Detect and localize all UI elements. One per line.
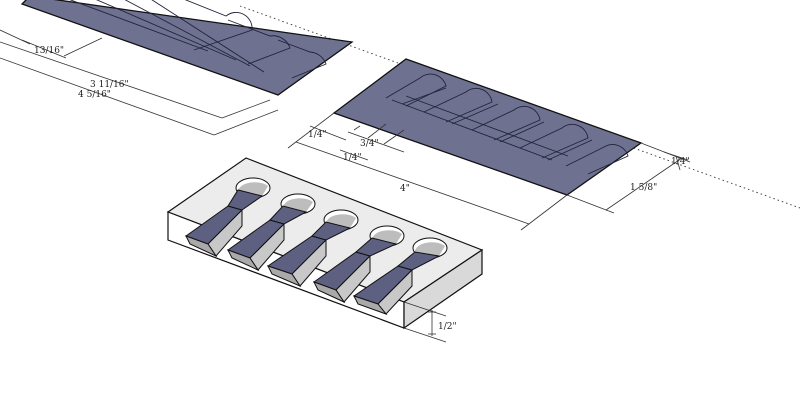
block-slots xyxy=(184,177,448,316)
plate-left-dimensions: 13/16" 3 11/16" 4 5/16" xyxy=(0,29,279,136)
plate-left-slots xyxy=(69,0,327,79)
block-dimensions: 1/2" xyxy=(403,301,457,343)
dim-4-5-16: 4 5/16" xyxy=(78,90,111,100)
slotted-block[interactable] xyxy=(166,157,484,330)
plate-right-slots xyxy=(385,73,629,175)
dim-1-4-a: 1/4" xyxy=(308,130,327,140)
plate-right-dimensions: 1/4" 3/4" 1/4" 4" 1/4" 1 5/8" xyxy=(287,112,691,231)
dim-4: 4" xyxy=(400,184,410,194)
dim-1-5-8: 1 5/8" xyxy=(630,183,657,193)
dim-13-16: 13/16" xyxy=(34,46,64,56)
dim-1-4-c: 1/4" xyxy=(671,157,690,167)
plate-left[interactable] xyxy=(20,0,354,96)
dim-1-2: 1/2" xyxy=(438,322,457,332)
dim-3-4: 3/4" xyxy=(360,139,379,149)
plate-right[interactable] xyxy=(332,58,643,196)
dim-1-4-b: 1/4" xyxy=(343,153,362,163)
dim-3-11-16: 3 11/16" xyxy=(90,80,129,90)
